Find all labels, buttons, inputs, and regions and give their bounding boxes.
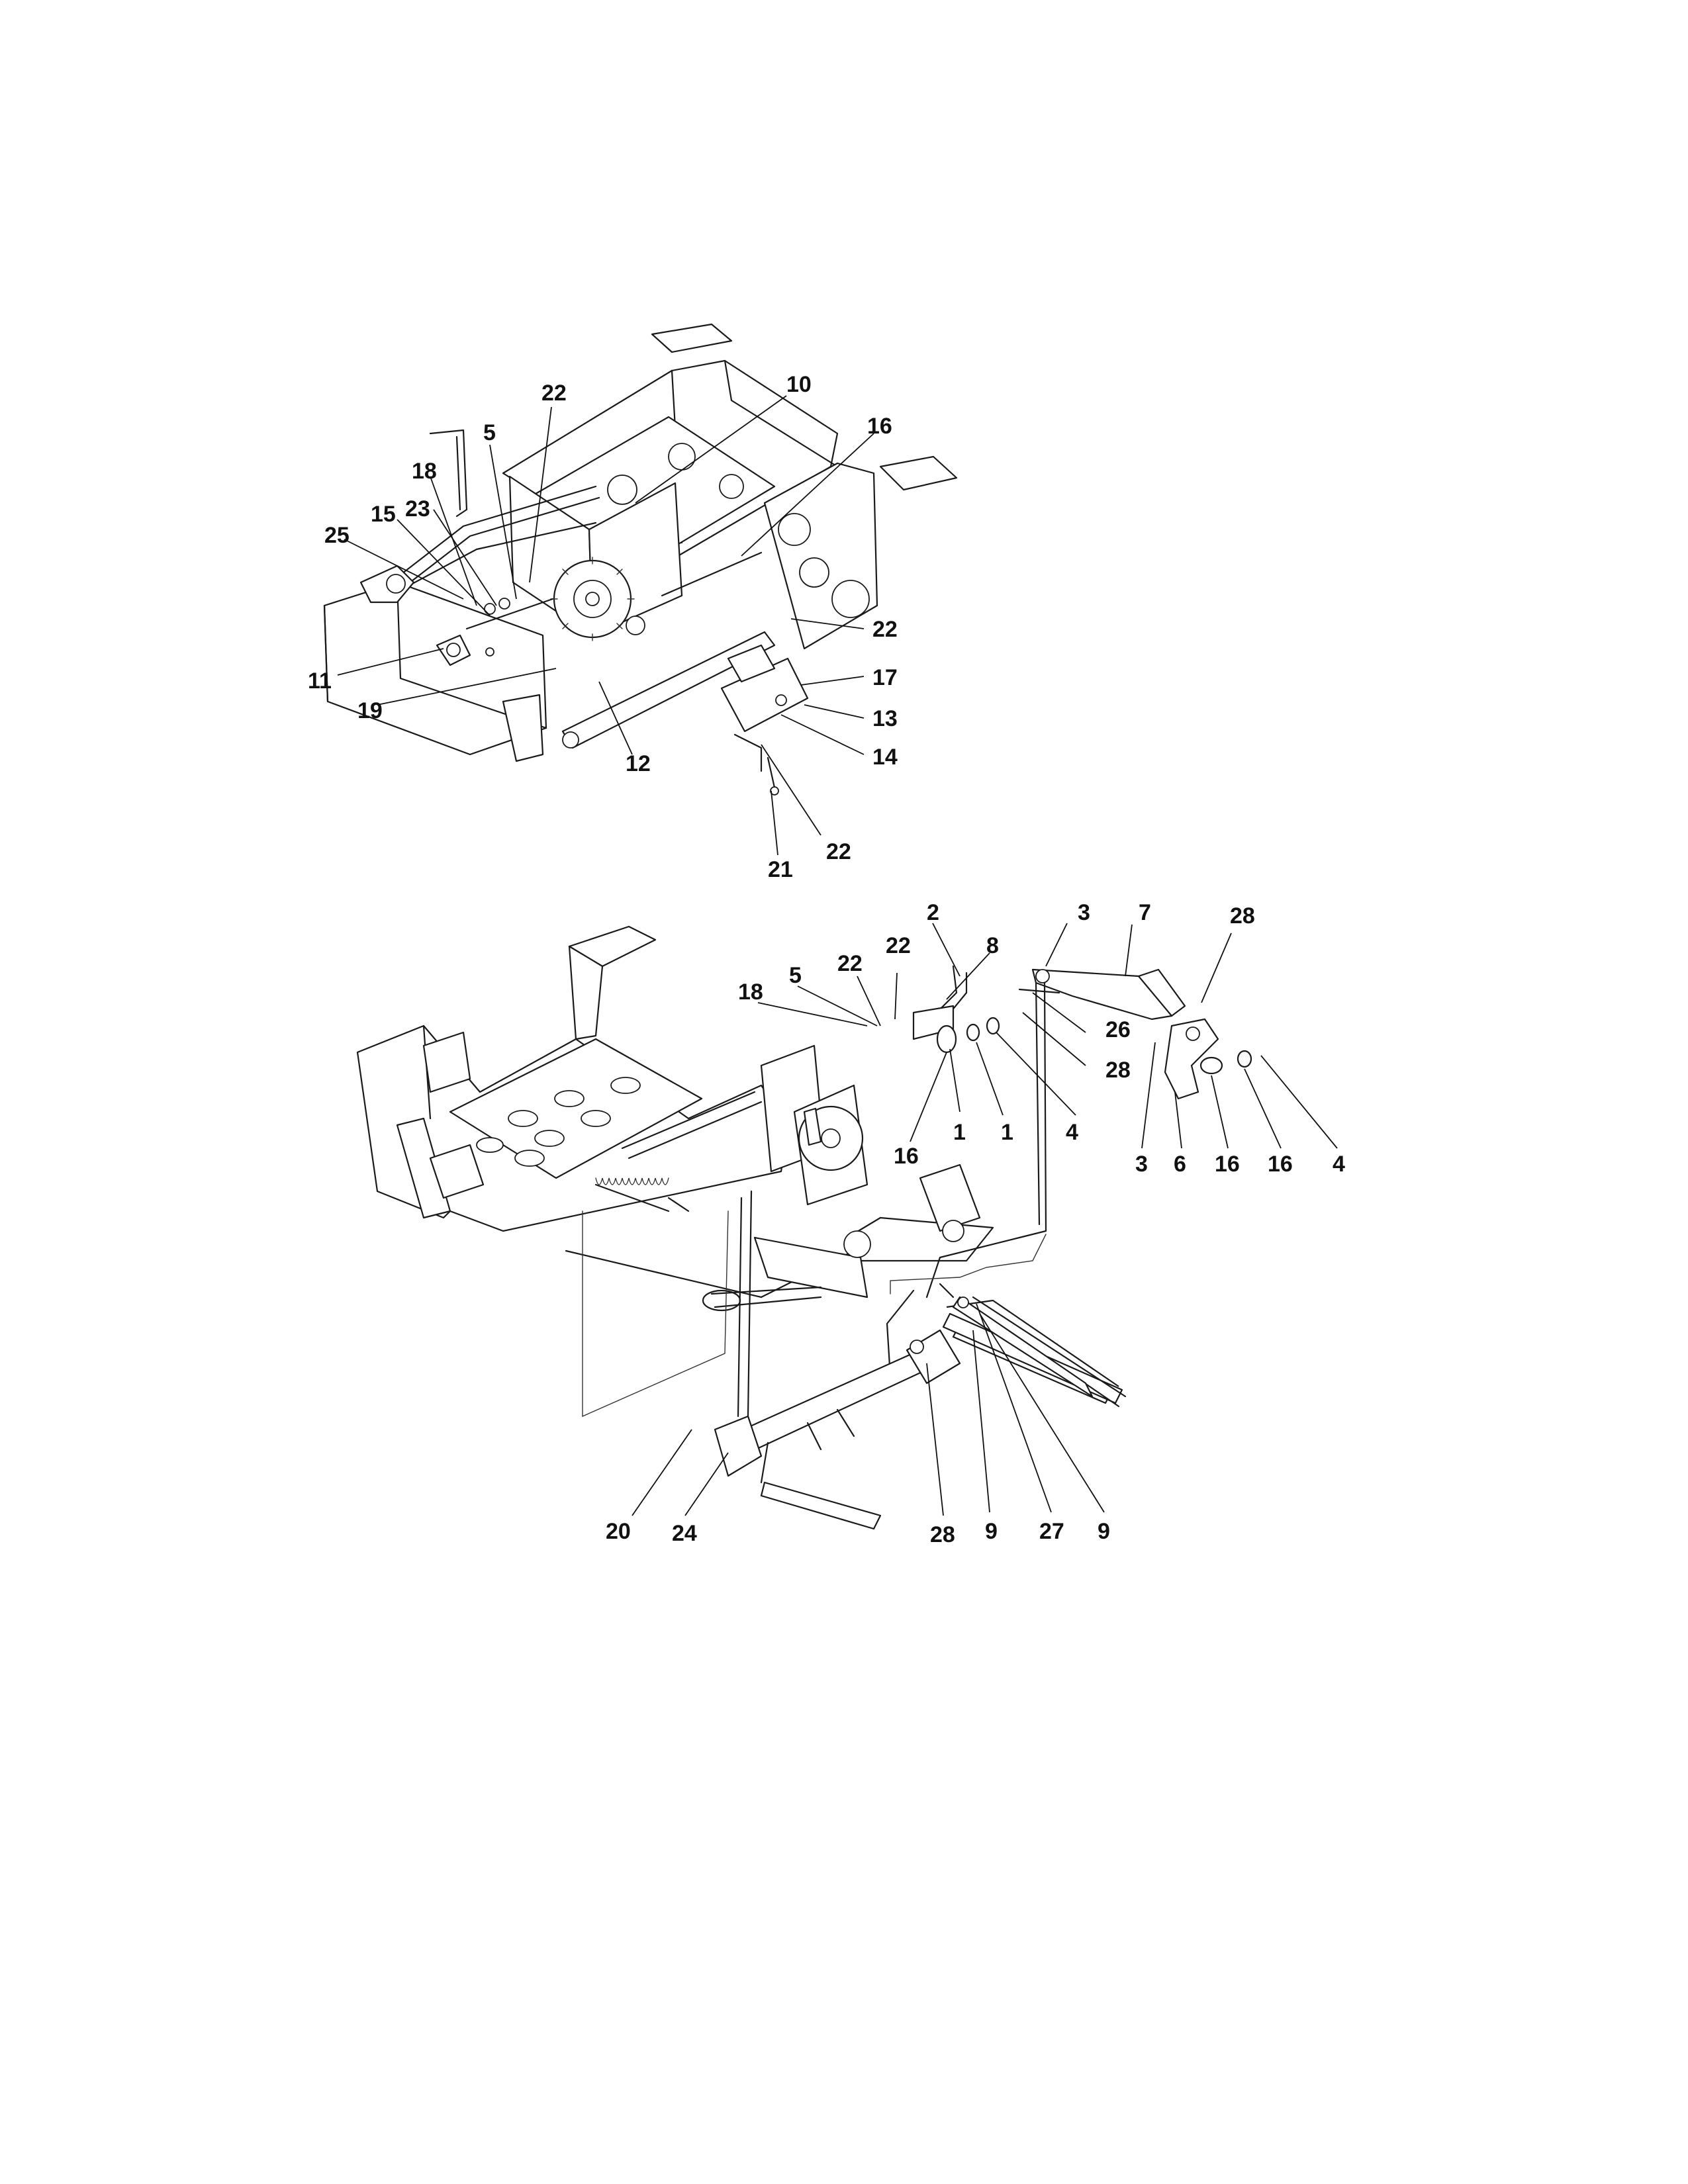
callout-13: 13 — [872, 706, 898, 731]
lower-leader-lines — [632, 923, 1338, 1516]
callout-23: 23 — [405, 496, 430, 522]
callout-26: 26 — [1105, 1017, 1131, 1042]
callout-18: 18 — [412, 459, 437, 484]
callout-4: 4 — [1333, 1152, 1345, 1177]
callout-22: 22 — [541, 381, 567, 406]
callout-21: 21 — [768, 857, 793, 882]
callout-19: 19 — [357, 698, 383, 723]
callout-5: 5 — [483, 420, 496, 445]
callout-16: 16 — [1215, 1152, 1240, 1177]
callout-25: 25 — [324, 523, 350, 548]
callout-14: 14 — [872, 745, 898, 770]
callout-22: 22 — [837, 951, 863, 976]
callout-16: 16 — [867, 414, 892, 439]
callout-1: 1 — [1001, 1120, 1013, 1145]
lower-frame-assembly — [356, 925, 1252, 1530]
callout-20: 20 — [606, 1519, 631, 1544]
callout-16: 16 — [894, 1144, 919, 1169]
callout-3: 3 — [1135, 1152, 1148, 1177]
callout-18: 18 — [738, 979, 763, 1005]
callout-10: 10 — [786, 372, 812, 397]
callout-1: 1 — [953, 1120, 966, 1145]
lower-callouts: 2 3 7 28 22 22 8 5 18 26 28 1 1 4 16 3 6… — [606, 900, 1345, 1547]
callout-22: 22 — [872, 617, 898, 642]
callout-16: 16 — [1268, 1152, 1293, 1177]
callout-27: 27 — [1039, 1519, 1064, 1544]
callout-22: 22 — [886, 933, 911, 958]
callout-15: 15 — [371, 502, 396, 527]
upper-leader-lines — [337, 395, 874, 856]
callout-12: 12 — [626, 751, 651, 776]
upper-callouts: 22 10 16 5 18 23 15 25 22 17 11 13 19 14… — [308, 372, 898, 882]
upper-frame-assembly — [323, 323, 958, 796]
callout-28: 28 — [1230, 903, 1255, 929]
callout-28: 28 — [1105, 1058, 1131, 1083]
callout-6: 6 — [1174, 1152, 1186, 1177]
callout-24: 24 — [672, 1521, 697, 1546]
callout-2: 2 — [927, 900, 939, 925]
callout-11: 11 — [308, 668, 332, 694]
callout-28: 28 — [930, 1522, 955, 1547]
callout-4: 4 — [1066, 1120, 1078, 1145]
callout-7: 7 — [1139, 900, 1151, 925]
callout-8: 8 — [986, 933, 999, 958]
callout-3: 3 — [1078, 900, 1090, 925]
callout-9: 9 — [1098, 1519, 1110, 1544]
callout-5: 5 — [789, 963, 802, 988]
callout-22: 22 — [826, 839, 851, 864]
callout-17: 17 — [872, 665, 898, 690]
callout-9: 9 — [985, 1519, 998, 1544]
